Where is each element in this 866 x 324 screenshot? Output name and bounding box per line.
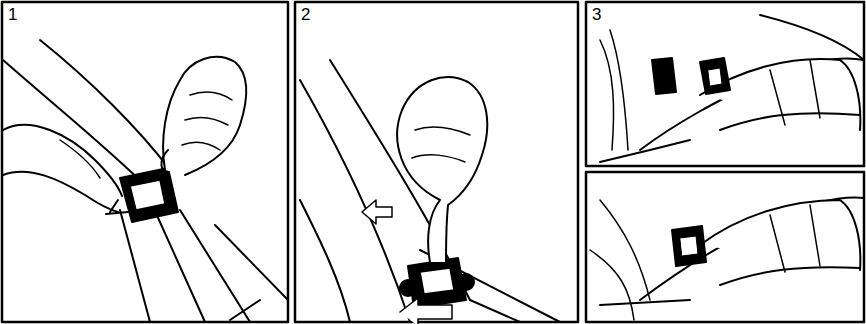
panel-frame: [586, 2, 864, 166]
panel-frame: [2, 2, 288, 322]
panel-frame: [295, 2, 578, 322]
step-three-art: [600, 15, 864, 162]
step-number: 3: [590, 5, 603, 24]
step-number: 2: [299, 5, 312, 24]
step-one-art: [3, 40, 288, 322]
step-three-latched-art: [590, 197, 864, 320]
panel-frame: [586, 172, 864, 322]
step-number: 1: [6, 5, 19, 24]
step-two-art: [300, 60, 560, 324]
